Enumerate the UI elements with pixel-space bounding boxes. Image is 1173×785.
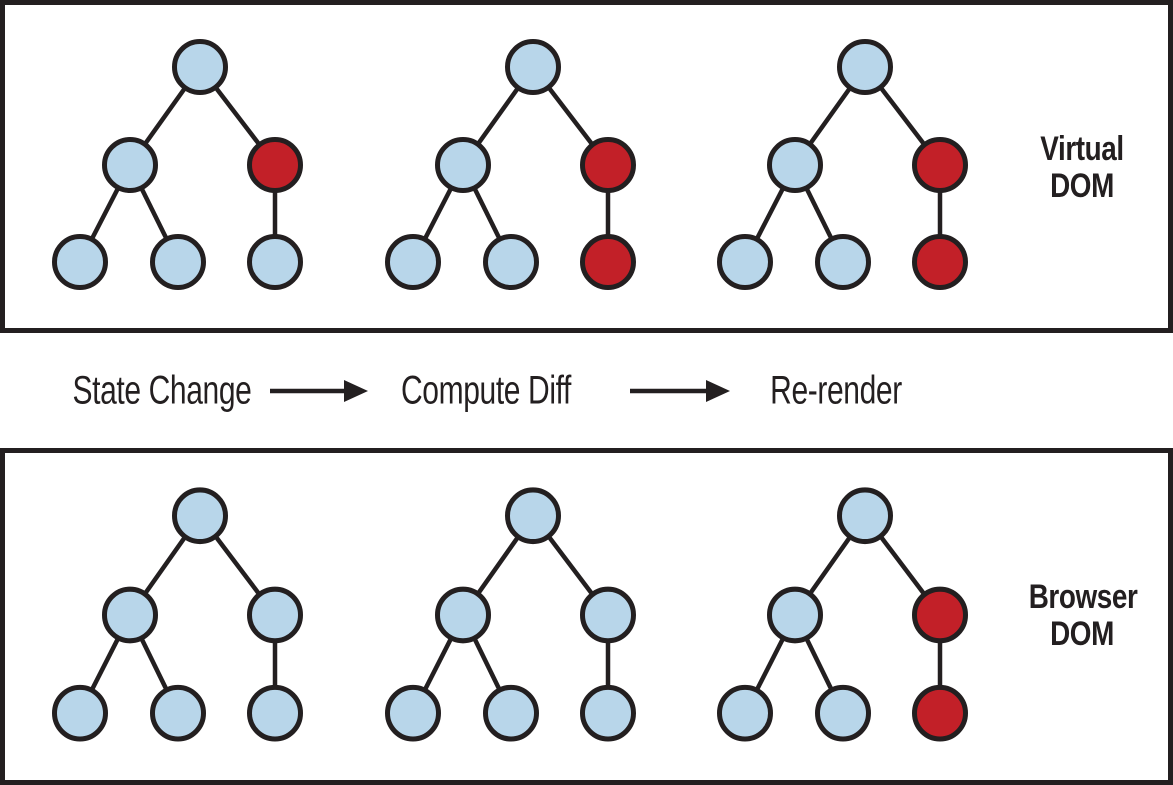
tree-node-root-blue [505,487,561,545]
dom-tree [52,487,303,742]
tree-node-rightChild-blue [580,684,636,742]
dom-tree [385,39,636,290]
tree-node-root-blue [837,39,893,95]
tree-node-rightChild-red [912,684,968,742]
dom-tree [717,39,968,290]
tree-node-leftRight-blue [815,684,871,742]
flow-step-compute-diff: Compute Diff [400,368,572,412]
tree-node-left-blue [102,586,158,644]
tree-node-rightChild-red [580,234,636,290]
arrow-right-icon [270,379,368,402]
tree-node-leftRight-blue [815,234,871,290]
flow-row: State Change Compute Diff Re-render [0,333,1173,448]
tree-node-leftLeft-blue [52,684,108,742]
virtual-dom-tree-canvas [52,39,968,290]
tree-node-root-blue [172,487,228,545]
tree-node-leftRight-blue [483,234,539,290]
tree-node-right-blue [247,586,303,644]
flow-step-state-change: State Change [72,368,252,412]
tree-node-right-red [912,137,968,193]
panel-label-virtual-dom: Virtual DOM [1040,130,1124,206]
tree-node-leftLeft-blue [717,684,773,742]
tree-node-leftRight-blue [483,684,539,742]
browser-dom-panel: Browser DOM [0,448,1173,785]
tree-node-left-blue [767,586,823,644]
tree-node-right-red [580,137,636,193]
dom-tree [385,487,636,742]
tree-node-right-red [247,137,303,193]
flow-step-re-render: Re-render [770,368,902,412]
tree-node-left-blue [102,137,158,193]
tree-node-rightChild-red [912,234,968,290]
tree-node-leftRight-blue [150,234,206,290]
dom-tree [52,39,303,290]
virtual-dom-panel: Virtual DOM [0,0,1173,333]
tree-node-root-blue [837,487,893,545]
tree-node-leftLeft-blue [385,684,441,742]
tree-node-leftLeft-blue [385,234,441,290]
tree-node-leftLeft-blue [52,234,108,290]
tree-node-left-blue [435,586,491,644]
browser-dom-tree-canvas [52,487,968,742]
tree-node-leftRight-blue [150,684,206,742]
panel-label-browser-dom: Browser DOM [1028,578,1138,654]
tree-node-left-blue [435,137,491,193]
tree-node-rightChild-blue [247,234,303,290]
tree-node-left-blue [767,137,823,193]
tree-node-root-blue [172,39,228,95]
tree-node-leftLeft-blue [717,234,773,290]
tree-node-root-blue [505,39,561,95]
arrow-right-icon [630,379,730,402]
dom-tree [717,487,968,742]
tree-node-rightChild-blue [247,684,303,742]
tree-node-right-red [912,586,968,644]
tree-node-right-blue [580,586,636,644]
